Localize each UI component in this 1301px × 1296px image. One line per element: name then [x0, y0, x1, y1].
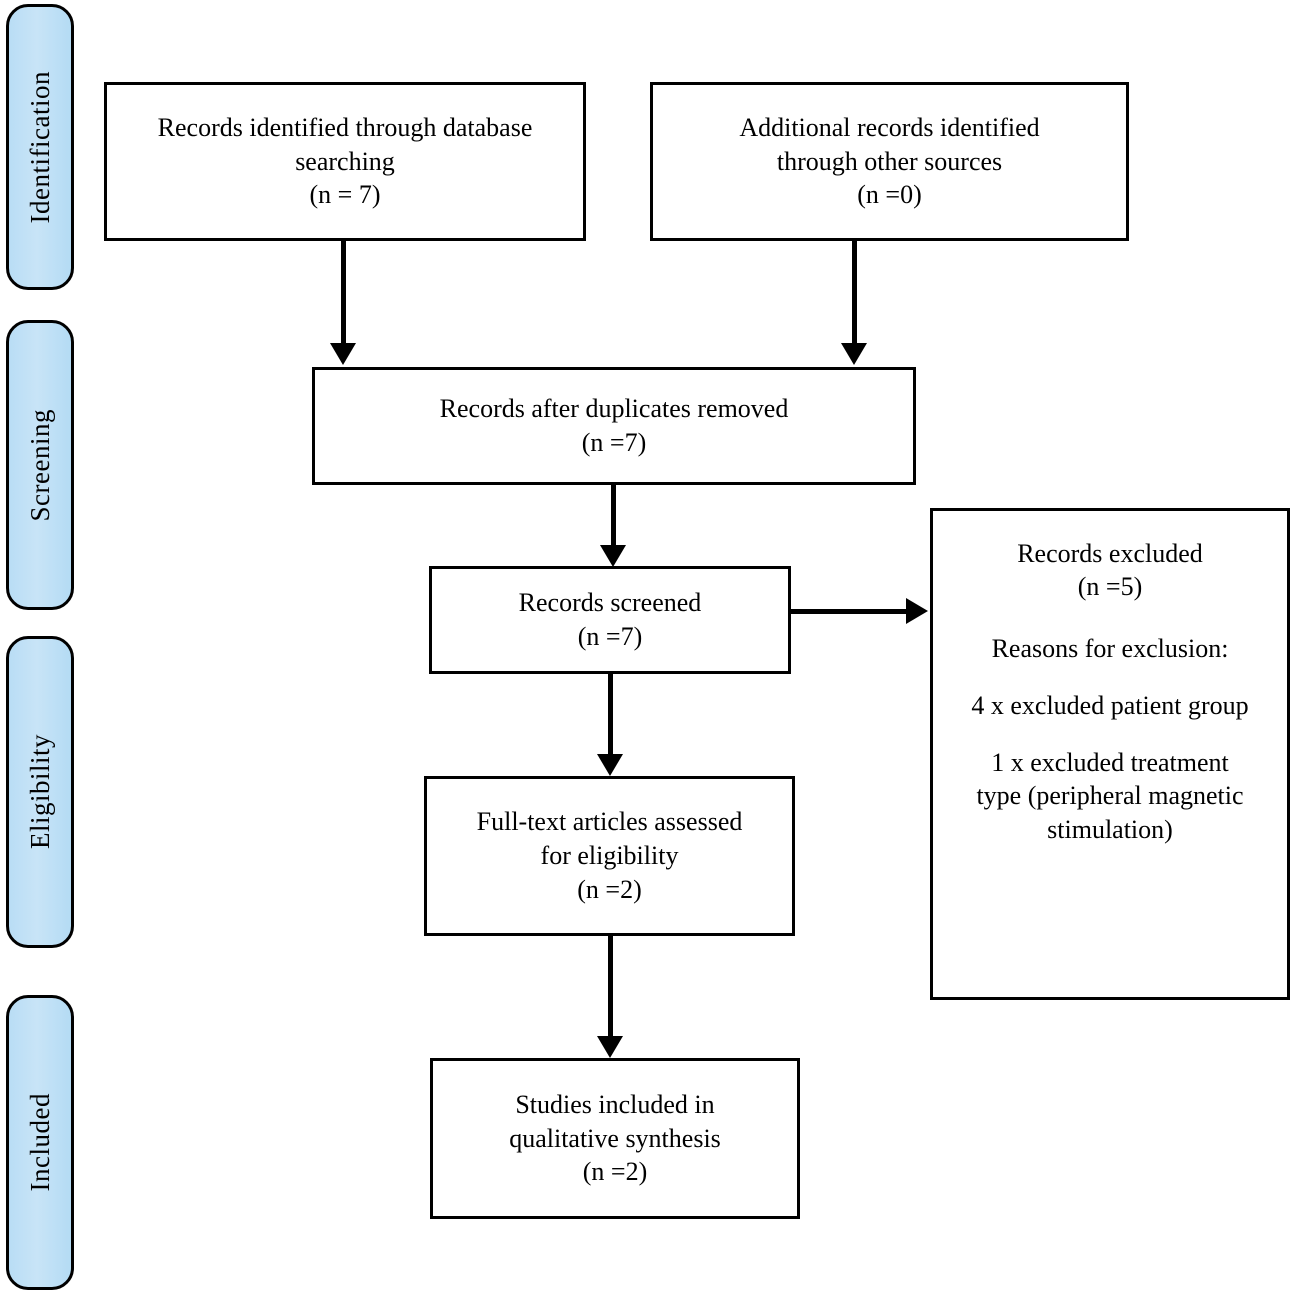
stage-pill-included: Included	[6, 995, 74, 1290]
stage-pill-identification: Identification	[6, 4, 74, 290]
box-line-1: Records identified through database	[157, 112, 533, 142]
connector-line-duplicates-to-screened	[611, 485, 616, 547]
box-line-2: for eligibility	[540, 841, 679, 871]
box-line-2: searching	[295, 146, 395, 176]
arrow-fulltext-to-included	[597, 1036, 623, 1058]
stage-pill-eligibility: Eligibility	[6, 636, 74, 948]
box-line-2: through other sources	[776, 146, 1003, 176]
stage-label-identification: Identification	[24, 70, 55, 224]
box-count: (n = 7)	[309, 180, 381, 210]
box-records-screened: Records screened (n =7)	[429, 566, 791, 674]
box-count: (n =2)	[582, 1157, 648, 1187]
box-line-1: Studies included in	[515, 1089, 715, 1119]
stage-label-screening: Screening	[24, 408, 55, 522]
arrow-screened-to-excluded	[906, 598, 928, 624]
box-reason-2-line-3: stimulation)	[1047, 814, 1173, 844]
box-reasons-heading: Reasons for exclusion:	[991, 633, 1229, 663]
box-line-1: Records excluded	[1017, 539, 1203, 568]
box-additional-records-other-sources: Additional records identified through ot…	[650, 82, 1129, 241]
box-line-1: Records after duplicates removed	[439, 394, 789, 424]
connector-line-screened-to-fulltext	[608, 674, 613, 756]
box-line-1: Additional records identified	[739, 112, 1040, 142]
box-records-after-duplicates: Records after duplicates removed (n =7)	[312, 367, 916, 485]
box-line-2: qualitative synthesis	[509, 1123, 721, 1153]
box-count: (n =7)	[577, 622, 643, 651]
arrow-screened-to-fulltext	[597, 754, 623, 776]
box-count: (n =0)	[857, 180, 922, 210]
box-count: (n =2)	[577, 874, 642, 904]
arrow-database-to-duplicates	[330, 343, 356, 365]
connector-line-fulltext-to-included	[608, 936, 613, 1038]
box-records-identified-database: Records identified through database sear…	[104, 82, 586, 241]
box-fulltext-assessed: Full-text articles assessed for eligibil…	[424, 776, 795, 936]
stage-label-eligibility: Eligibility	[24, 734, 55, 850]
arrow-other-to-duplicates	[841, 343, 867, 365]
connector-line-screened-to-excluded	[789, 609, 911, 614]
box-reason-2-line-2: type (peripheral magnetic	[976, 781, 1244, 811]
box-line-1: Full-text articles assessed	[476, 807, 743, 837]
connector-line-other-to-duplicates	[852, 241, 857, 345]
box-count: (n =5)	[1077, 572, 1143, 602]
box-reason-1: 4 x excluded patient group	[971, 690, 1249, 720]
stage-label-included: Included	[24, 1093, 55, 1192]
connector-line-database-to-duplicates	[341, 241, 346, 345]
box-studies-included: Studies included in qualitative synthesi…	[430, 1058, 800, 1219]
box-reason-2-line-1: 1 x excluded treatment	[991, 748, 1229, 778]
box-count: (n =7)	[581, 428, 647, 457]
arrow-duplicates-to-screened	[600, 545, 626, 567]
stage-pill-screening: Screening	[6, 320, 74, 610]
box-line-1: Records screened	[518, 588, 702, 618]
box-records-excluded: Records excluded (n =5) Reasons for excl…	[930, 508, 1290, 1000]
